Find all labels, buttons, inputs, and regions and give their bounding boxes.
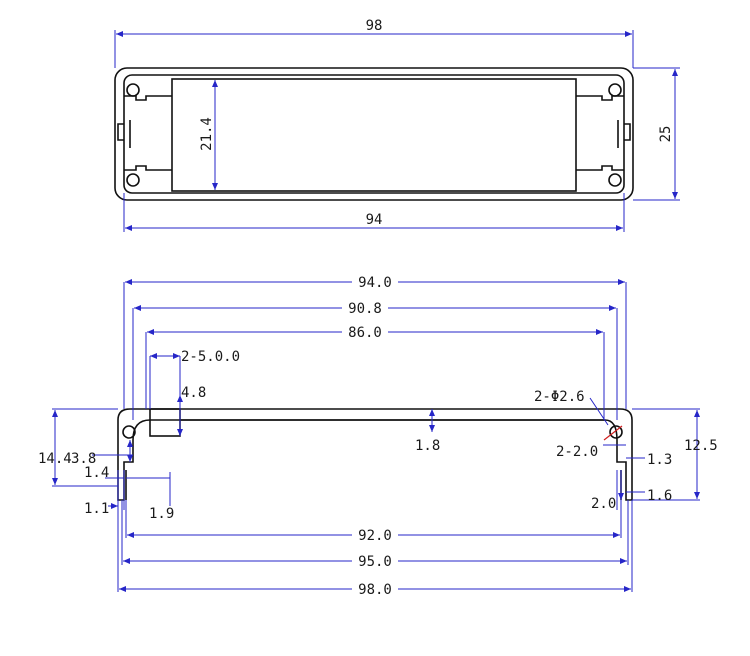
hole-highlight bbox=[603, 425, 623, 441]
top-left-groove bbox=[117, 120, 131, 148]
section-right-hole bbox=[609, 425, 623, 439]
dim-label-94: 94 bbox=[366, 212, 383, 228]
leader-hole bbox=[589, 397, 609, 426]
top-left-hole-lower bbox=[126, 173, 140, 187]
dim-label-1-3: 1.3 bbox=[647, 452, 672, 468]
top-left-rail bbox=[124, 95, 172, 171]
dim-label-94-0: 94.0 bbox=[358, 275, 392, 291]
top-right-hole-lower bbox=[608, 173, 622, 187]
dim-label-3-8: 3.8 bbox=[71, 451, 96, 467]
section-left-slot bbox=[149, 408, 181, 437]
dim-label-95-0: 95.0 bbox=[358, 554, 392, 570]
dim-label-1-4: 1.4 bbox=[84, 465, 109, 481]
top-right-rail bbox=[576, 95, 624, 171]
top-right-groove bbox=[617, 120, 631, 148]
dim-label-21-4: 21.4 bbox=[199, 117, 215, 151]
dim-label-2-0: 2.0 bbox=[591, 496, 616, 512]
dim-label-1-6: 1.6 bbox=[647, 488, 672, 504]
dim-label-25: 25 bbox=[658, 126, 674, 143]
top-view: 98 25 21.4 94 bbox=[114, 18, 680, 232]
dim-label-86-0: 86.0 bbox=[348, 325, 382, 341]
dim-label-slot: 2-5.0.0 bbox=[181, 349, 240, 365]
dim-label-98: 98 bbox=[366, 18, 383, 34]
top-right-hole-upper bbox=[608, 83, 622, 97]
top-cavity bbox=[171, 78, 577, 192]
dim-label-1-1: 1.1 bbox=[84, 501, 109, 517]
dim-label-4-8: 4.8 bbox=[181, 385, 206, 401]
dim-label-groove: 2-2.0 bbox=[556, 444, 598, 460]
section-left-hole bbox=[122, 425, 136, 439]
dim-label-92-0: 92.0 bbox=[358, 528, 392, 544]
dim-label-1-9: 1.9 bbox=[149, 506, 174, 522]
dim-label-hole: 2-Φ2.6 bbox=[534, 389, 585, 405]
top-inner-outline bbox=[123, 74, 625, 194]
section-view: 94.0 90.8 86.0 2-5.0.0 4.8 1.8 2-Φ2.6 2-… bbox=[38, 272, 718, 598]
top-outer-outline bbox=[114, 67, 634, 201]
dim-label-14-4: 14.4 bbox=[38, 451, 72, 467]
section-leg-grooves bbox=[125, 470, 622, 500]
dim-label-12-5: 12.5 bbox=[684, 438, 718, 454]
dim-label-90-8: 90.8 bbox=[348, 301, 382, 317]
section-profile bbox=[117, 408, 633, 501]
dim-label-98-0: 98.0 bbox=[358, 582, 392, 598]
top-left-hole-upper bbox=[126, 83, 140, 97]
dim-label-1-8: 1.8 bbox=[415, 438, 440, 454]
